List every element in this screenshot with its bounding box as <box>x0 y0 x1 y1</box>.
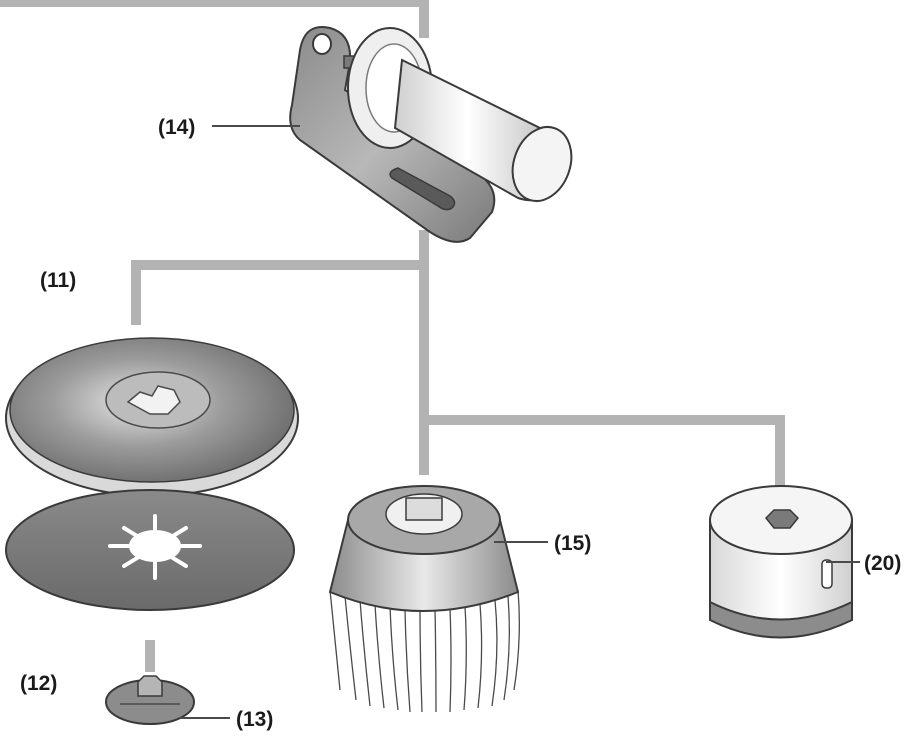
accessory-20-slot <box>821 559 833 589</box>
label-side-handle: (14) <box>158 116 195 139</box>
connector-lines <box>0 0 785 672</box>
backing-pad-illustration <box>5 337 299 497</box>
handle-grip-end <box>511 126 573 202</box>
label-accessory-20: (20) <box>864 552 901 575</box>
cup-brush-nut <box>405 497 443 521</box>
backing-pad-center-hole <box>126 385 181 415</box>
label-sanding-disc: (12) <box>20 672 57 695</box>
label-backing-pad: (11) <box>40 269 76 292</box>
leader-lines <box>180 125 860 719</box>
locking-nut-tabs <box>137 675 163 697</box>
bracket-slot <box>389 167 456 211</box>
cup-brush-illustration <box>328 485 520 713</box>
cup-brush-bristles <box>329 589 520 713</box>
side-handle-illustration <box>289 26 573 243</box>
label-locking-nut: (13) <box>236 708 273 731</box>
label-cup-brush: (15) <box>554 532 591 555</box>
connector-to-backing-pad <box>131 260 424 325</box>
sanding-disc-illustration <box>5 489 295 611</box>
accessory-20-illustration <box>709 485 853 639</box>
accessory-20-center-hole <box>764 509 800 529</box>
locking-nut-illustration <box>105 675 195 725</box>
connector-to-accessory-20 <box>424 415 785 488</box>
bracket-mount-hole <box>312 33 332 55</box>
sanding-disc-star-hole <box>108 514 202 580</box>
